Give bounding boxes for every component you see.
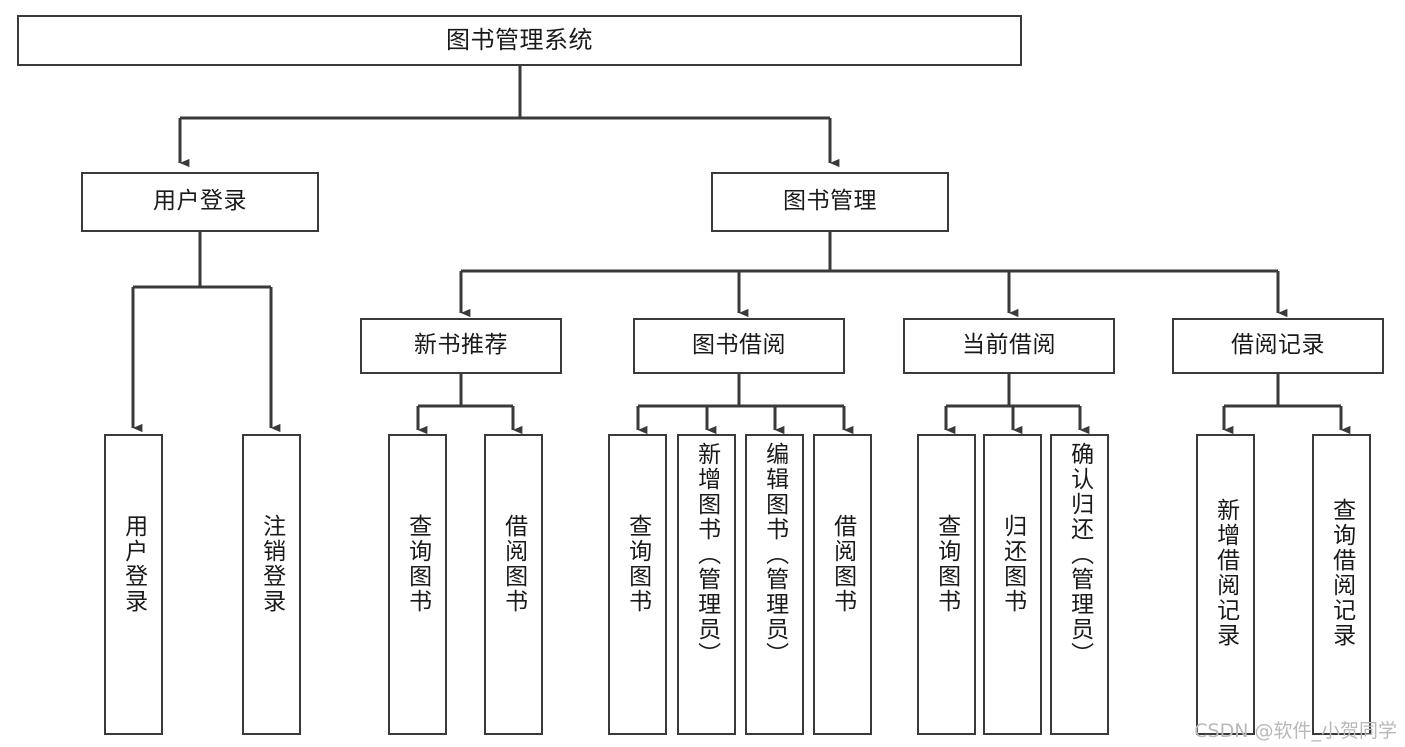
- node-label: 借阅图书: [500, 514, 527, 614]
- edge-book-borrow-to-bus: [638, 374, 844, 408]
- node-label: 编辑图书（管理员）: [761, 442, 788, 667]
- node-new-book-recommend[interactable]: 新书推荐: [360, 318, 562, 374]
- node-label: 用户登录: [153, 188, 247, 215]
- node-label: 查询图书: [933, 514, 960, 614]
- node-label: 借阅图书: [829, 514, 856, 614]
- edge-new-book-recommend-to-leaves: [416, 406, 523, 435]
- node-book-management-system[interactable]: 图书管理系统: [17, 15, 1022, 66]
- node-book-borrow[interactable]: 图书借阅: [633, 318, 845, 374]
- leaf-add-borrow-record[interactable]: 新增借阅记录: [1196, 434, 1255, 735]
- leaf-logout[interactable]: 注销登录: [242, 434, 301, 735]
- leaf-borrow-book-recommend[interactable]: 借阅图书: [484, 434, 543, 735]
- edge-book-borrow-to-leaves: [636, 406, 854, 435]
- edge-book-management-to-level2: [459, 271, 1288, 318]
- edge-borrow-record-to-bus: [1224, 374, 1341, 408]
- watermark: CSDN @软件_小贺同学: [1194, 720, 1397, 742]
- edge-new-book-recommend-to-bus: [418, 374, 513, 408]
- node-user-login[interactable]: 用户登录: [81, 172, 319, 232]
- edge-user-login-to-bus: [133, 232, 271, 289]
- node-label: 查询图书: [404, 514, 431, 614]
- leaf-borrow-book[interactable]: 借阅图书: [813, 434, 872, 735]
- node-label: 查询借阅记录: [1328, 498, 1355, 648]
- node-label: 注销登录: [258, 514, 285, 614]
- leaf-query-book-recommend[interactable]: 查询图书: [388, 434, 447, 735]
- node-label: 当前借阅: [962, 332, 1056, 359]
- leaf-add-book[interactable]: 新增图书（管理员）: [677, 434, 736, 735]
- edge-current-borrow-to-leaves: [944, 406, 1090, 435]
- edge-root-to-level1: [178, 118, 840, 168]
- node-label: 用户登录: [120, 514, 147, 614]
- leaf-query-borrow-record[interactable]: 查询借阅记录: [1312, 434, 1371, 735]
- node-borrow-record[interactable]: 借阅记录: [1172, 318, 1384, 374]
- leaf-edit-book[interactable]: 编辑图书（管理员）: [745, 434, 804, 735]
- node-label: 借阅记录: [1231, 332, 1325, 359]
- node-current-borrow[interactable]: 当前借阅: [903, 318, 1115, 374]
- leaf-query-book-borrow[interactable]: 查询图书: [608, 434, 667, 735]
- node-label: 确认归还（管理员）: [1066, 442, 1093, 667]
- node-label: 归还图书: [999, 514, 1026, 614]
- leaf-query-book-current[interactable]: 查询图书: [917, 434, 976, 735]
- node-label: 新增借阅记录: [1212, 498, 1239, 648]
- edge-root-to-bus: [180, 66, 830, 120]
- node-label: 图书管理: [783, 188, 877, 215]
- node-label: 新书推荐: [414, 332, 508, 359]
- node-label: 查询图书: [624, 514, 651, 614]
- node-label: 新增图书（管理员）: [693, 442, 720, 667]
- node-book-management[interactable]: 图书管理: [711, 172, 949, 232]
- node-label: 图书借阅: [692, 332, 786, 359]
- edge-user-login-to-leaves: [131, 287, 281, 433]
- leaf-confirm-return[interactable]: 确认归还（管理员）: [1050, 434, 1109, 735]
- edge-book-management-to-bus: [461, 232, 1278, 273]
- node-label: 图书管理系统: [446, 26, 593, 55]
- leaf-user-login[interactable]: 用户登录: [104, 434, 163, 735]
- leaf-return-book[interactable]: 归还图书: [983, 434, 1042, 735]
- edge-current-borrow-to-bus: [946, 374, 1080, 408]
- edge-borrow-record-to-leaves: [1222, 406, 1351, 435]
